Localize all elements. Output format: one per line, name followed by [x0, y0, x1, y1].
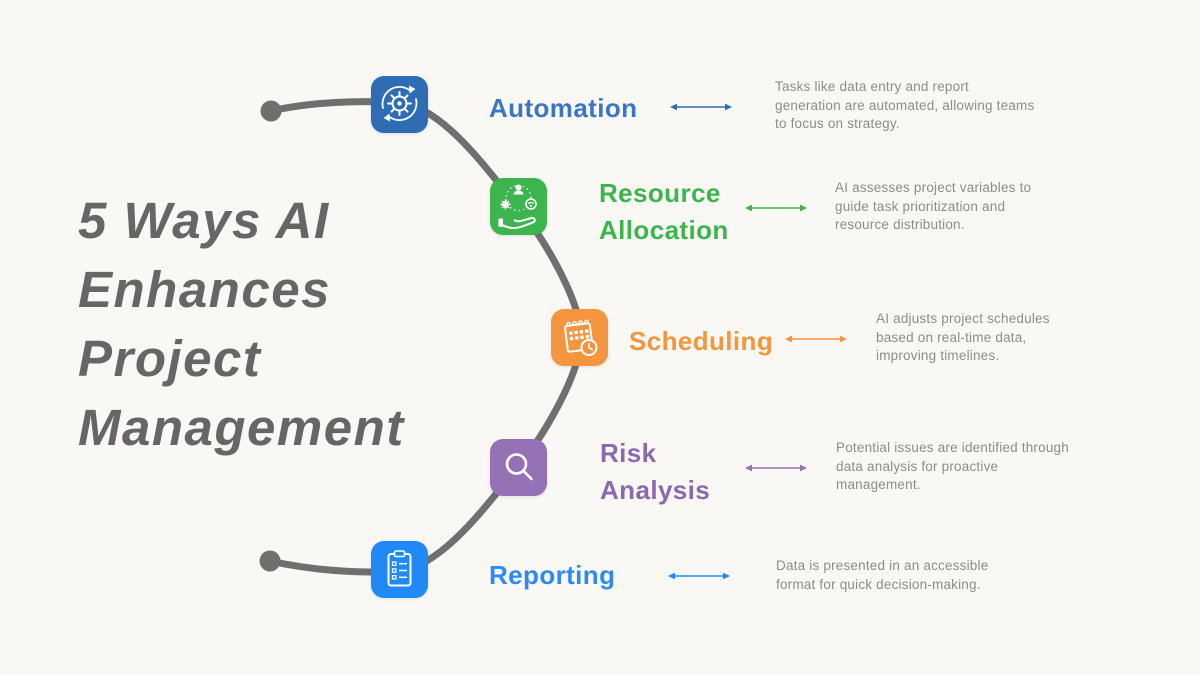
reporting-label: Reporting: [489, 557, 615, 594]
risk-analysis-label: Risk Analysis: [600, 435, 710, 509]
label-line: Allocation: [599, 215, 729, 245]
resource-allocation-icon-box: [490, 178, 547, 235]
arc-start-dot: [260, 100, 282, 122]
calendar-clock-icon: [564, 319, 598, 356]
reporting-description: Data is presented in an accessible forma…: [776, 557, 988, 594]
desc-line: AI adjusts project schedules: [876, 311, 1050, 326]
risk-analysis-icon-box: [490, 439, 547, 496]
sync-gear-icon: [381, 85, 418, 122]
desc-line: improving timelines.: [876, 348, 1000, 363]
hand-resources-icon: [498, 184, 537, 229]
label-line: Reporting: [489, 560, 616, 590]
automation-icon-box: [371, 76, 428, 133]
desc-line: resource distribution.: [835, 217, 965, 232]
title-line: Project: [78, 330, 262, 387]
label-line: Analysis: [600, 475, 711, 505]
connector-arrow: [666, 569, 732, 581]
desc-line: Tasks like data entry and report: [775, 79, 969, 94]
arc-end-dot: [259, 550, 281, 572]
desc-line: to focus on strategy.: [775, 116, 900, 131]
desc-line: guide task prioritization and: [835, 198, 1006, 214]
label-line: Automation: [489, 93, 638, 123]
title-line: Enhances: [78, 261, 331, 318]
risk-analysis-description: Potential issues are identified through …: [836, 439, 1069, 495]
automation-description: Tasks like data entry and report generat…: [775, 78, 1034, 134]
page-title: 5 Ways AI Enhances Project Management: [78, 186, 405, 462]
magnifier-icon: [505, 453, 533, 481]
desc-line: Potential issues are identified through: [836, 440, 1069, 455]
clipboard-checklist-icon: [387, 550, 412, 587]
desc-line: format for quick decision-making.: [776, 576, 981, 592]
connector-arrow: [743, 461, 809, 473]
scheduling-icon-box: [551, 309, 608, 366]
automation-label: Automation: [489, 90, 637, 127]
connector-arrow: [668, 100, 734, 112]
reporting-icon-box: [371, 541, 428, 598]
desc-line: based on real-time data,: [876, 329, 1027, 345]
desc-line: data analysis for proactive: [836, 458, 999, 474]
desc-line: management.: [836, 477, 921, 492]
title-line: 5 Ways AI: [78, 192, 330, 249]
title-line: Management: [78, 399, 405, 456]
label-line: Resource: [599, 178, 721, 208]
connector-arrow: [783, 332, 849, 344]
desc-line: AI assesses project variables to: [835, 180, 1032, 195]
label-line: Scheduling: [629, 326, 774, 356]
desc-line: Data is presented in an accessible: [776, 558, 989, 573]
desc-line: generation are automated, allowing teams: [775, 97, 1035, 113]
label-line: Risk: [600, 438, 657, 468]
resource-allocation-description: AI assesses project variables to guide t…: [835, 179, 1031, 235]
scheduling-description: AI adjusts project schedules based on re…: [876, 310, 1050, 366]
scheduling-label: Scheduling: [629, 323, 773, 360]
connector-arrow: [743, 201, 809, 213]
resource-allocation-label: Resource Allocation: [599, 175, 729, 249]
